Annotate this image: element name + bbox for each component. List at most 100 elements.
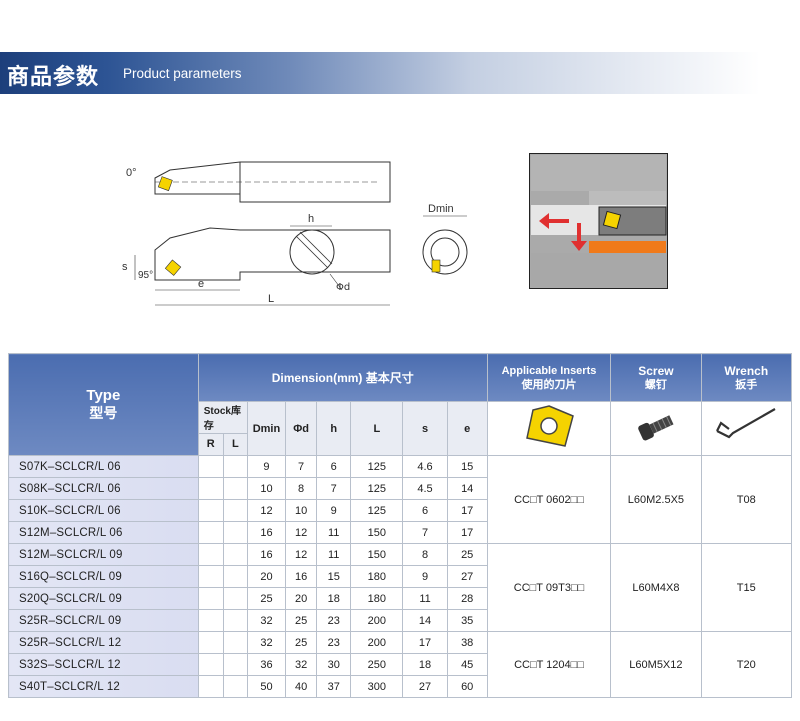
row-L: 180 (350, 587, 404, 610)
screw-image (610, 401, 702, 456)
dimension-header: Dimension(mm) 基本尺寸 (197, 353, 488, 402)
row-d: 25 (285, 609, 318, 632)
stock-r: R (197, 432, 224, 457)
row-type: S40T–SCLCR/L 12 (8, 675, 199, 698)
boring-illustration (529, 153, 668, 289)
row-e: 17 (446, 521, 488, 544)
wrench-spec: T15 (700, 543, 793, 632)
col-s: s (402, 401, 448, 456)
row-s: 17 (402, 631, 448, 654)
insert-icon (526, 405, 574, 447)
row-dmin: 9 (246, 455, 287, 478)
row-e: 27 (446, 565, 488, 588)
screw-spec: L60M5X12 (610, 631, 702, 698)
row-d: 32 (285, 653, 318, 676)
row-type: S25R–SCLCR/L 12 (8, 631, 199, 654)
row-e: 60 (446, 675, 488, 698)
row-s: 18 (402, 653, 448, 676)
row-h: 23 (316, 609, 352, 632)
screw-icon (638, 415, 674, 441)
wrench-icon (716, 408, 776, 439)
type-header: Type 型号 (8, 353, 199, 456)
row-type: S12M–SCLCR/L 09 (8, 543, 199, 566)
row-L: 150 (350, 521, 404, 544)
insert-spec: CC□T 1204□□ (486, 631, 612, 698)
row-dmin: 16 (246, 543, 287, 566)
row-h: 37 (316, 675, 352, 698)
row-dmin: 32 (246, 631, 287, 654)
row-L: 125 (350, 499, 404, 522)
insert-image (486, 401, 612, 456)
insert-spec: CC□T 0602□□ (486, 455, 612, 544)
row-type: S12M–SCLCR/L 06 (8, 521, 199, 544)
row-dmin: 36 (246, 653, 287, 676)
row-h: 11 (316, 543, 352, 566)
row-e: 45 (446, 653, 488, 676)
row-d: 40 (285, 675, 318, 698)
insert-spec: CC□T 09T3□□ (486, 543, 612, 632)
row-h: 9 (316, 499, 352, 522)
row-e: 14 (446, 477, 488, 500)
row-s: 4.5 (402, 477, 448, 500)
row-h: 18 (316, 587, 352, 610)
row-type: S10K–SCLCR/L 06 (8, 499, 199, 522)
table-row: S32S–SCLCR/L 12 36 32 30 250 18 45 (8, 653, 792, 676)
technical-drawing: 0° 95° h Dmin s e L Φd (122, 161, 468, 306)
row-L: 200 (350, 631, 404, 654)
row-L: 125 (350, 455, 404, 478)
row-type: S25R–SCLCR/L 09 (8, 609, 199, 632)
section-title-en: Product parameters (123, 66, 242, 81)
row-dmin: 20 (246, 565, 287, 588)
row-d: 16 (285, 565, 318, 588)
row-d: 12 (285, 521, 318, 544)
row-s: 14 (402, 609, 448, 632)
row-dmin: 25 (246, 587, 287, 610)
section-title-cn: 商品参数 (7, 65, 100, 90)
L-label: L (268, 293, 274, 305)
dmin-label: Dmin (428, 203, 454, 215)
table-row: S10K–SCLCR/L 06 12 10 9 125 6 17 (8, 499, 792, 522)
row-type: S16Q–SCLCR/L 09 (8, 565, 199, 588)
row-e: 28 (446, 587, 488, 610)
row-L: 300 (350, 675, 404, 698)
row-h: 15 (316, 565, 352, 588)
row-L: 250 (350, 653, 404, 676)
table-row: S07K–SCLCR/L 06 9 7 6 125 4.6 15 CC□T 06… (8, 455, 793, 544)
stock-header: Stock库存 (197, 401, 248, 434)
spec-table: Type 型号 Dimension(mm) 基本尺寸 Applicable In… (8, 353, 793, 698)
table-row: S12M–SCLCR/L 06 16 12 11 150 7 17 (8, 521, 792, 544)
row-L: 180 (350, 565, 404, 588)
row-d: 8 (285, 477, 318, 500)
row-e: 35 (446, 609, 488, 632)
row-dmin: 32 (246, 609, 287, 632)
screw-spec: L60M4X8 (610, 543, 702, 632)
row-type: S07K–SCLCR/L 06 (8, 455, 199, 478)
row-L: 200 (350, 609, 404, 632)
row-s: 27 (402, 675, 448, 698)
col-e: e (446, 401, 488, 456)
table-row: S12M–SCLCR/L 09 16 12 11 150 8 25 CC□T 0… (8, 543, 793, 632)
wrench-header: Wrench 扳手 (700, 353, 793, 402)
table-row: S25R–SCLCR/L 12 32 25 23 200 17 38 CC□T … (8, 631, 793, 698)
table-row: S08K–SCLCR/L 06 10 8 7 125 4.5 14 (8, 477, 792, 500)
row-d: 12 (285, 543, 318, 566)
row-type: S32S–SCLCR/L 12 (8, 653, 199, 676)
col-dmin: Dmin (246, 401, 287, 456)
stock-l: L (222, 432, 248, 457)
row-d: 20 (285, 587, 318, 610)
row-s: 8 (402, 543, 448, 566)
row-h: 7 (316, 477, 352, 500)
row-h: 30 (316, 653, 352, 676)
h-label: h (308, 213, 314, 225)
col-h: h (316, 401, 352, 456)
screw-header: Screw 螺钉 (610, 353, 702, 402)
row-dmin: 50 (246, 675, 287, 698)
row-d: 7 (285, 455, 318, 478)
row-h: 6 (316, 455, 352, 478)
wrench-spec: T20 (700, 631, 793, 698)
s-label: s (122, 261, 128, 273)
angle-bottom-label: 95° (138, 270, 153, 281)
row-L: 125 (350, 477, 404, 500)
phid-label: Φd (336, 282, 350, 293)
col-L: L (350, 401, 404, 456)
